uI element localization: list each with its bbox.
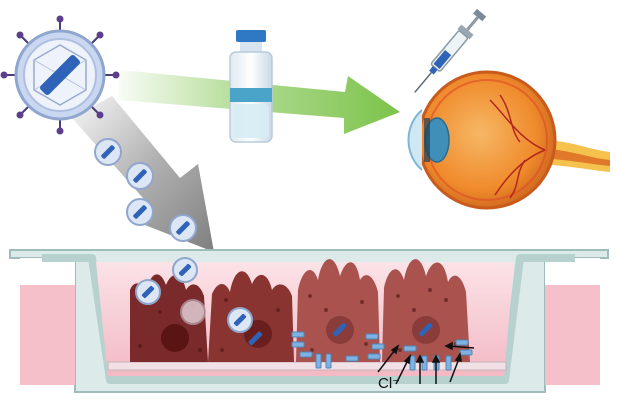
- epithelial-cell-icon: [130, 257, 470, 362]
- ion-flux-arrows: [377, 341, 475, 385]
- small-virus-group: [94, 138, 197, 242]
- chloride-channel-group: [291, 331, 473, 371]
- aav-capsid-icon: [0, 15, 120, 135]
- chloride-ion-label: Cl⁻: [378, 375, 400, 392]
- eye-icon: [407, 70, 610, 210]
- vial-icon: [229, 30, 273, 143]
- syringe-icon: [414, 8, 487, 93]
